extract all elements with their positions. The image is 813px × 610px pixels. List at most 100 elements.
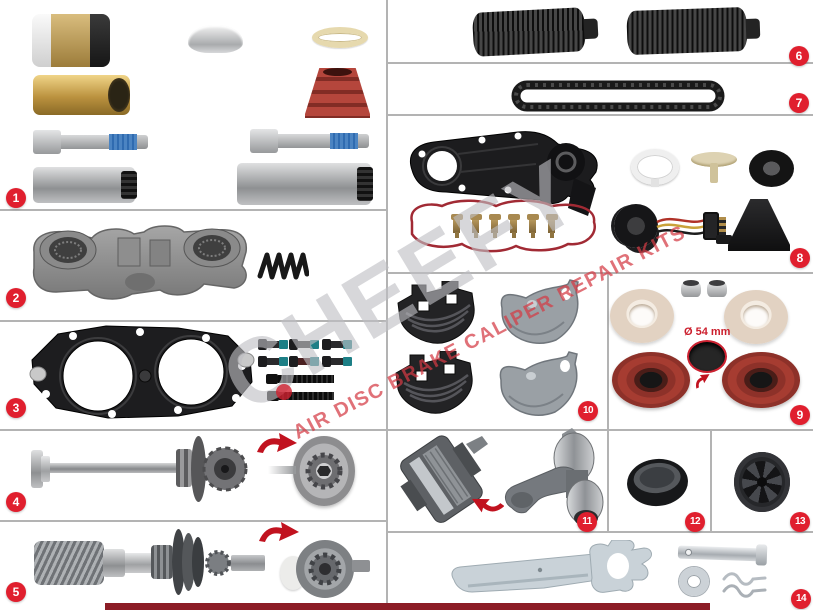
adjuster-hex-end (231, 555, 265, 571)
shaft-end-cap (41, 456, 50, 482)
flat-washer (679, 567, 709, 596)
cover-bolt-short (258, 356, 288, 367)
item-number-badge: 3 (6, 398, 26, 418)
piston-washer-right (724, 290, 788, 344)
shaft-sprocket (202, 446, 248, 492)
footer-bar (105, 603, 710, 610)
bleeder-screw (450, 214, 463, 238)
adjuster-bellows-washer (192, 537, 204, 587)
cover-bolt-short (322, 339, 352, 350)
cover-bolt-long (266, 374, 334, 384)
guide-bolt-left (33, 130, 148, 154)
sensor-connector (703, 212, 719, 240)
shaft-washer-stack (176, 449, 192, 487)
item-number-badge: 8 (790, 248, 810, 268)
cone-boot-stub (716, 235, 732, 244)
piston-washer-left (610, 289, 674, 343)
item-number-badge: 4 (6, 492, 26, 512)
item-number-badge: 1 (6, 188, 26, 208)
guide-sleeve-long (237, 163, 373, 205)
guide-sleeve-short (33, 167, 137, 203)
brass-bushing (33, 75, 130, 115)
cover-bolt-short (258, 339, 288, 350)
item-number-badge: 12 (685, 512, 705, 532)
divider-left-2 (0, 320, 386, 322)
divider-left-4 (0, 520, 386, 522)
seal-ring (312, 27, 368, 48)
divider-right-5 (388, 531, 813, 533)
item-number-badge: 6 (789, 46, 809, 66)
item-number-badge: 14 (791, 589, 811, 609)
piston-boot-left (612, 352, 690, 408)
cover-bolt-long (267, 391, 334, 401)
detail-arrow (257, 433, 297, 453)
piston-diameter-closeup (687, 340, 727, 373)
small-bushing (681, 280, 701, 297)
bleeder-screw (507, 214, 520, 238)
bleeder-screw (545, 214, 558, 238)
item-number-badge: 13 (790, 512, 810, 532)
adjuster-bellows-washer (182, 533, 195, 591)
caliper-cover (410, 131, 598, 216)
sprocket-closeup-gear (305, 452, 343, 490)
adjuster-bellows-washer (172, 529, 185, 595)
bleeder-screw (469, 214, 482, 238)
cover-bolt-short (289, 339, 319, 350)
divider-col-12-13 (710, 429, 712, 533)
detail-arrow-small (696, 374, 710, 389)
detail-arrow (259, 522, 299, 542)
adjuster-closeup-stub (352, 560, 370, 572)
pad-retainer-bar (451, 540, 652, 593)
sensor-wires (656, 217, 706, 235)
adjuster-spacer (125, 553, 151, 573)
adjuster-gear (205, 550, 231, 576)
spoked-plastic-cap (734, 452, 790, 512)
item-number-badge: 2 (6, 288, 26, 308)
guide-bolt-right (250, 129, 369, 153)
r-clip-cotter-pins (722, 572, 767, 598)
cover-bolt-short (289, 356, 319, 367)
item-number-badge: 11 (577, 512, 597, 532)
adjuster-closeup-gear (308, 552, 342, 586)
divider-right-4 (388, 429, 813, 431)
divider-col-9-10 (607, 272, 609, 533)
shaft-flange-disc (191, 436, 206, 502)
sprocket-closeup-shaft (268, 466, 296, 474)
item-number-badge: 10 (578, 401, 598, 421)
roller-bearing-detail (400, 435, 488, 523)
item-number-badge: 9 (790, 405, 810, 425)
bleeder-screw (488, 214, 501, 238)
cover-cap (188, 25, 243, 53)
guide-bushing (32, 14, 110, 67)
detail-arrow (471, 498, 504, 513)
caliper-cover-plate (29, 325, 255, 419)
adjuster-knurled-end (34, 541, 104, 585)
adjuster-ribbed-hub (151, 545, 173, 579)
clevis-pin (677, 545, 765, 562)
cover-bolt-short (322, 356, 352, 367)
caliper-bridge-casting (32, 225, 248, 300)
shaft-rod (50, 463, 182, 473)
adjuster-collar (103, 549, 125, 577)
divider-left-1 (0, 209, 386, 211)
wear-sensor-body (614, 204, 658, 248)
divider-right-3 (388, 272, 813, 274)
adjuster-chain (511, 80, 725, 112)
cover-gasket (410, 199, 597, 253)
piston-boot-right (722, 352, 800, 408)
bleeder-screw (526, 214, 539, 238)
plastic-anchor-clip (691, 152, 737, 183)
